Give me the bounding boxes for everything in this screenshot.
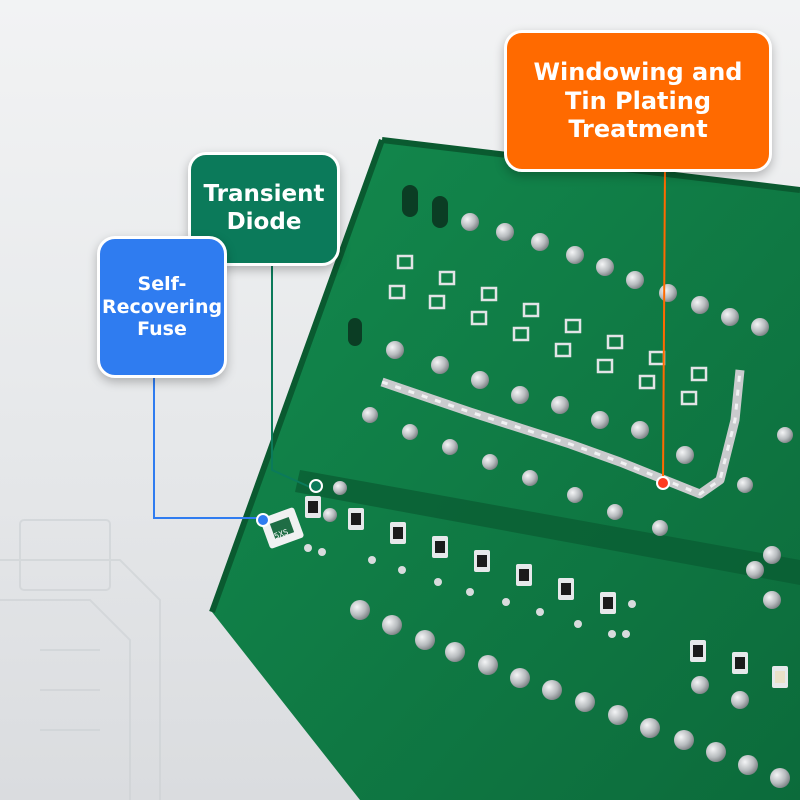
diode-callout-label: Transient Diode (203, 181, 325, 235)
windowing-marker-dot (656, 476, 670, 490)
fuse-callout-label: Self-Recovering Fuse (101, 272, 223, 341)
upper-pads (362, 213, 793, 536)
windowing-leader-line (662, 165, 666, 483)
windowing-callout-label: Windowing and Tin Plating Treatment (533, 57, 743, 144)
lower-pads (323, 481, 790, 788)
pcb-separator (295, 470, 800, 585)
vias (304, 544, 636, 638)
fuse-leader-line (153, 372, 263, 519)
windowing-callout: Windowing and Tin Plating Treatment (504, 30, 772, 172)
mounting-slots (348, 185, 448, 346)
diode-marker-dot (309, 479, 323, 493)
fuse-marker-dot (256, 513, 270, 527)
diode-leader-line (271, 260, 313, 489)
fuse-callout: Self-Recovering Fuse (97, 236, 227, 378)
pcb-board (212, 140, 800, 800)
smd-components (305, 496, 788, 688)
callout-leader-lines (153, 165, 666, 519)
self-recovering-fuse (260, 507, 304, 549)
